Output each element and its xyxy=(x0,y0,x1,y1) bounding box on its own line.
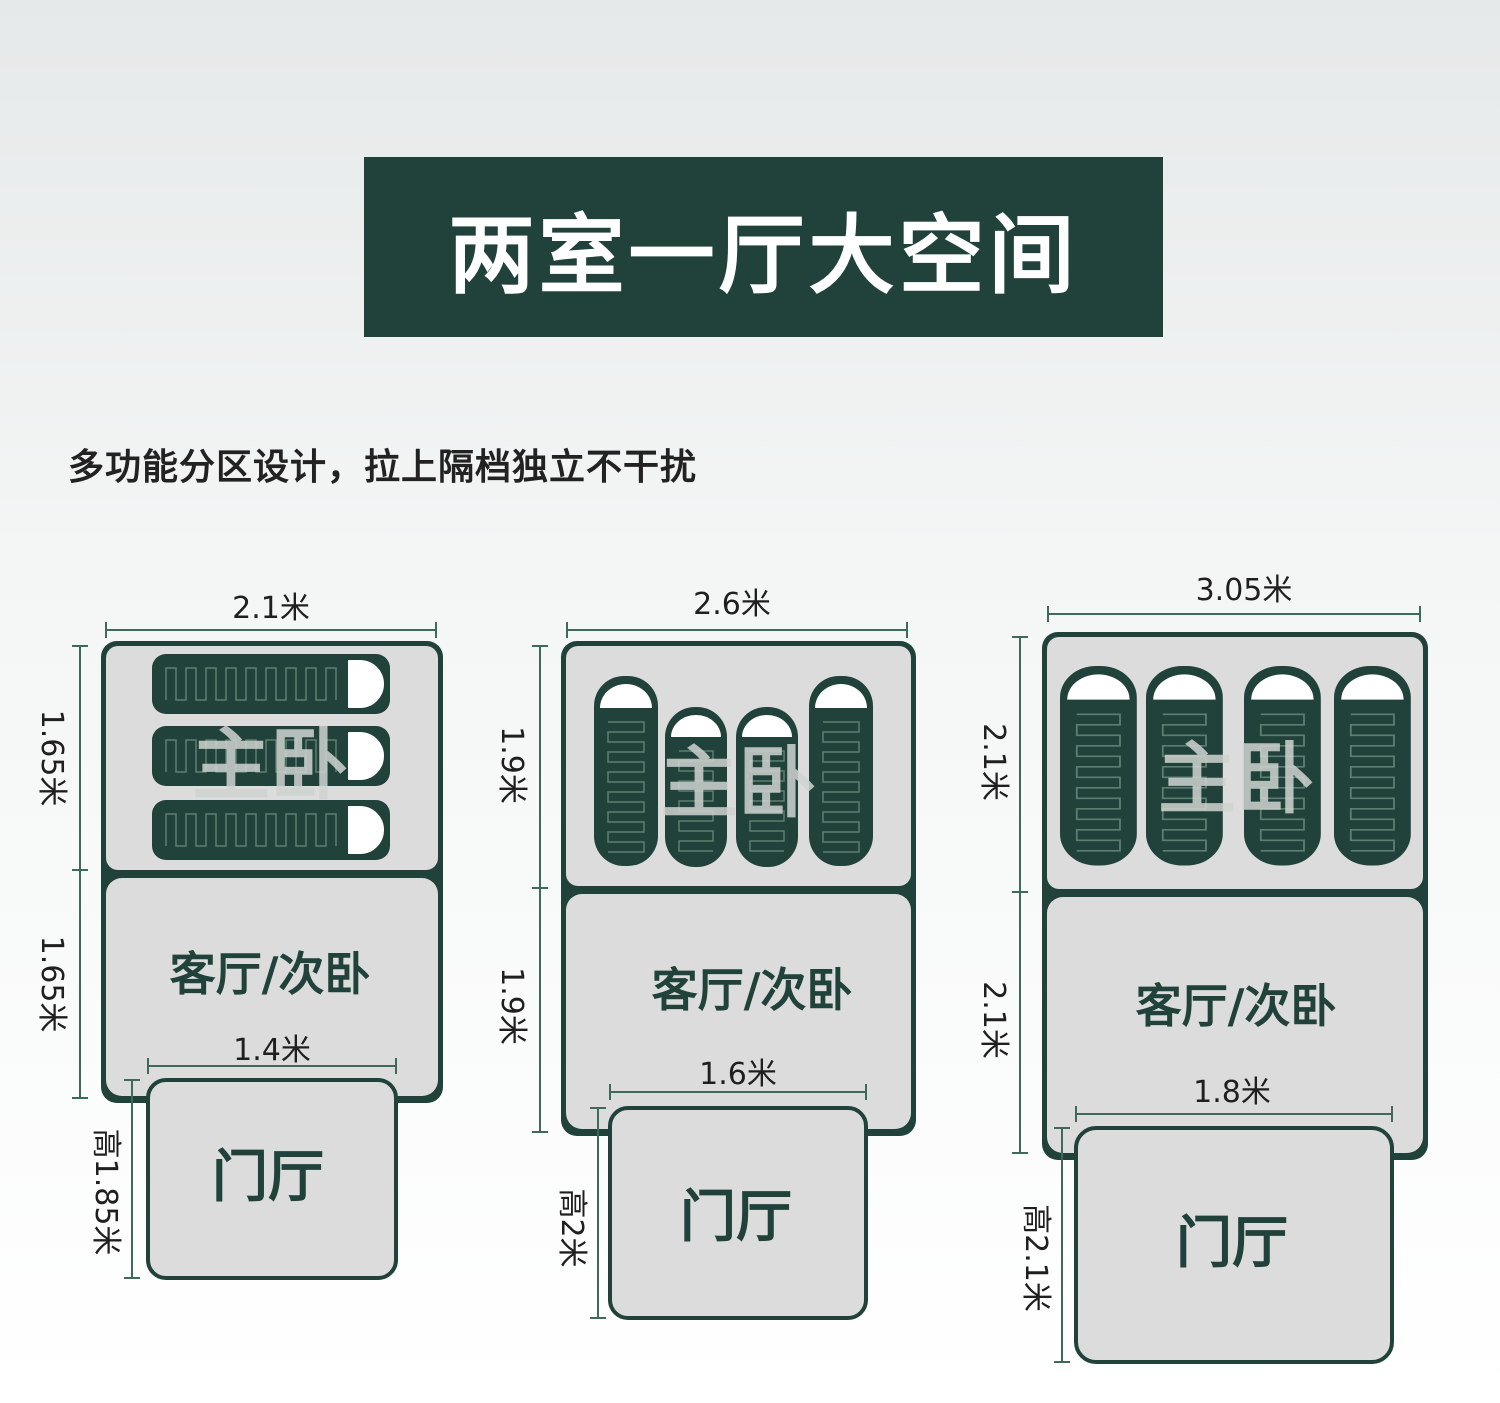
living-height-label: 1.9米 xyxy=(494,967,529,1045)
living-height-label: 2.1米 xyxy=(976,981,1011,1059)
vestibule xyxy=(1074,1126,1394,1364)
master-room-label: 主卧 xyxy=(1158,735,1314,825)
living-room-label: 客厅/次卧 xyxy=(652,963,853,1017)
sleeping-bag-icon xyxy=(150,652,392,716)
vestibule-label: 门厅 xyxy=(212,1145,324,1210)
living-room xyxy=(106,878,438,1096)
vestibule xyxy=(608,1106,868,1320)
master-height-label: 1.9米 xyxy=(494,726,529,804)
living-room xyxy=(1047,897,1423,1153)
subtitle: 多功能分区设计，拉上隔档独立不干扰 xyxy=(68,447,698,488)
vestibule-width-label: 1.4米 xyxy=(233,1033,311,1068)
sleeping-bag-icon xyxy=(593,675,659,867)
vestibule-label: 门厅 xyxy=(1176,1211,1288,1276)
vestibule-width-label: 1.8米 xyxy=(1193,1075,1271,1110)
living-room-label: 客厅/次卧 xyxy=(170,947,371,1001)
master-height-label: 2.1米 xyxy=(976,723,1011,801)
sleeping-bag-icon xyxy=(808,675,874,867)
sleeping-bag-icon xyxy=(1059,665,1138,867)
living-height-label: 1.65米 xyxy=(34,936,69,1033)
tent-1: 2.1米 主卧 客厅/次卧 1.65米 1.65米 1.4米 门厅 高1.85米 xyxy=(34,591,443,1280)
vestibule xyxy=(146,1078,398,1280)
sleeping-bag-icon xyxy=(1333,665,1412,867)
master-height-label: 1.65米 xyxy=(34,710,69,807)
vestibule-width-label: 1.6米 xyxy=(699,1057,777,1092)
width-label: 3.05米 xyxy=(1196,573,1293,608)
master-room-label: 主卧 xyxy=(192,721,348,811)
master-room xyxy=(1047,637,1423,889)
vestibule-height-label: 高2.1米 xyxy=(1018,1204,1053,1312)
living-room-label: 客厅/次卧 xyxy=(1136,979,1337,1033)
tent-2: 2.6米 主卧 客厅/次卧 1.9米 1.9米 1.6米 门厅 高2米 xyxy=(494,587,916,1320)
vestibule-height-label: 高2米 xyxy=(554,1188,589,1267)
master-room-label: 主卧 xyxy=(660,739,816,829)
title-banner: 两室一厅大空间 xyxy=(364,157,1163,337)
page-title: 两室一厅大空间 xyxy=(448,205,1079,306)
vestibule-height-label: 高1.85米 xyxy=(88,1129,123,1256)
vestibule-label: 门厅 xyxy=(680,1185,792,1250)
tent-3: 3.05米 主卧 客厅/次卧 2.1米 2.1米 1.8米 门厅 高2.1米 xyxy=(976,573,1428,1364)
width-label: 2.1米 xyxy=(232,591,310,626)
living-room xyxy=(566,894,911,1129)
width-label: 2.6米 xyxy=(693,587,771,622)
